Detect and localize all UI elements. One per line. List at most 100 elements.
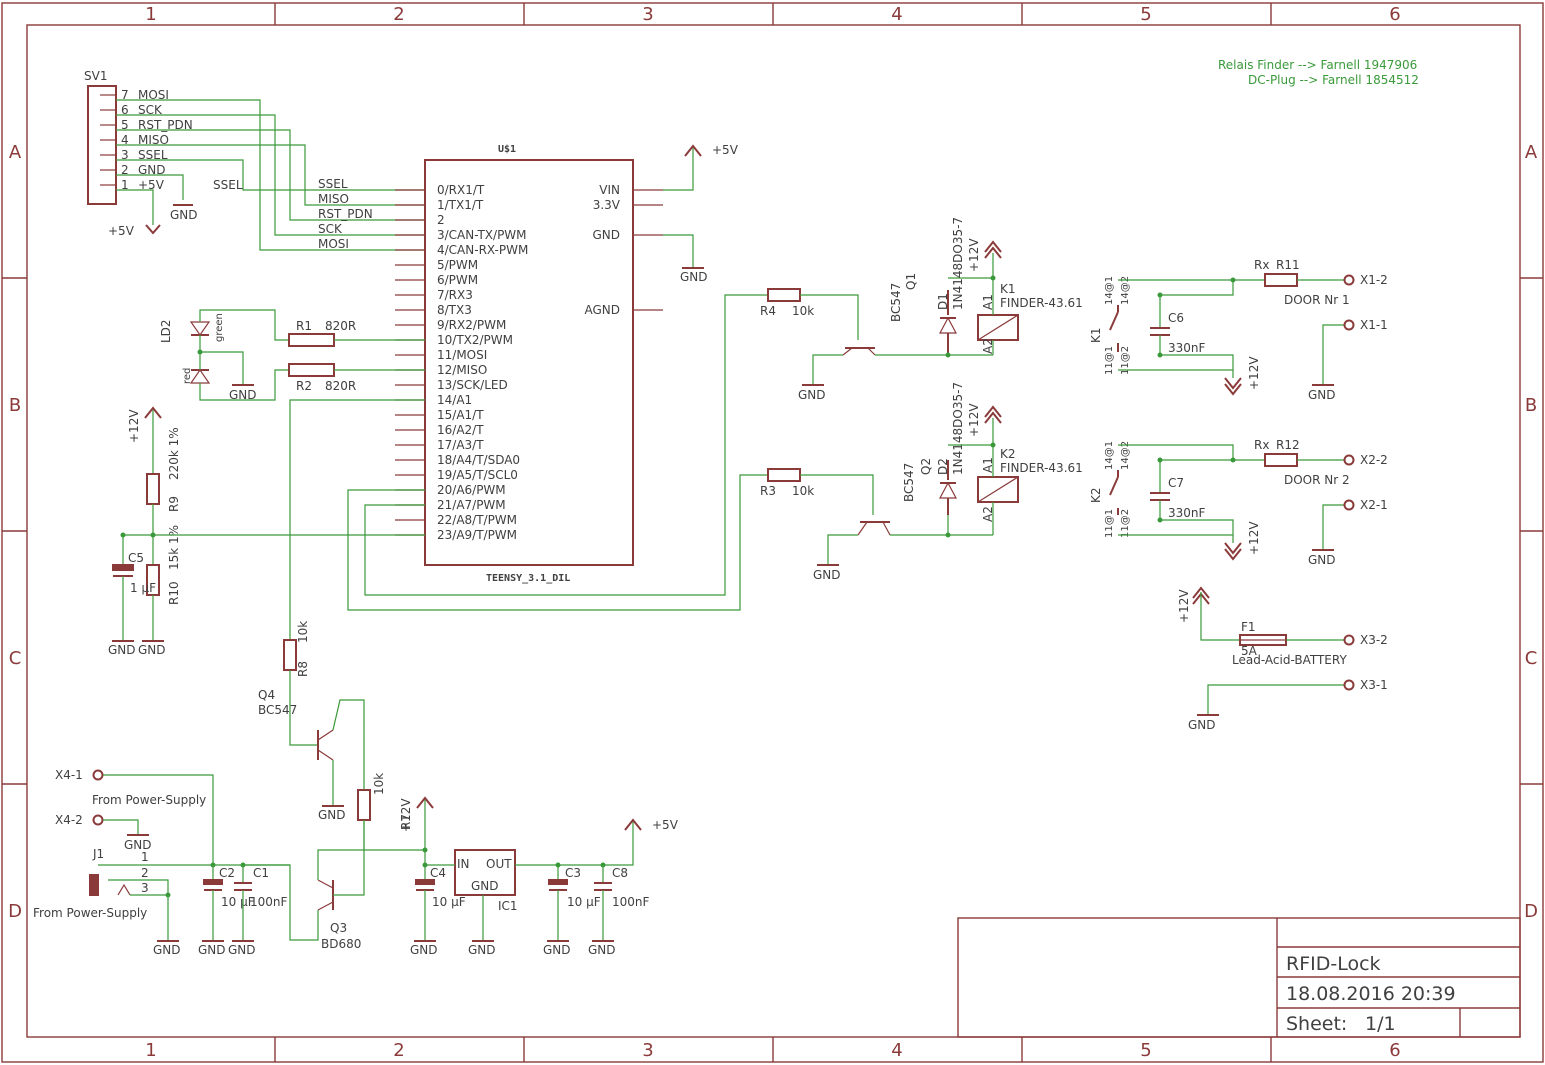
teensy-pin-label: 16/A2/T — [437, 423, 484, 437]
net-label: MISO — [318, 192, 349, 206]
d2: D2 1N4148DO35-7 — [936, 382, 965, 535]
gnd-label: GND — [108, 643, 136, 657]
r11: Rx R11 — [1254, 258, 1300, 287]
gnd-label: GND — [588, 943, 616, 957]
gnd-label: GND — [138, 643, 166, 657]
led-green: green — [214, 313, 225, 342]
title-block: RFID-Lock 18.08.2016 20:39 Sheet: 1/1 — [957, 917, 1521, 1038]
k2-p12v: +12V — [967, 403, 1002, 437]
k2-name: K2 — [1089, 487, 1103, 503]
x2-2-label: X2-2 — [1360, 453, 1388, 467]
k1-contacts: K1 14@1 14@2 11@1 11@2 — [1089, 276, 1131, 375]
d2-value: 1N4148DO35-7 — [951, 382, 965, 475]
r3: R3 10k — [760, 468, 814, 498]
teensy-pin-label: 10/TX2/PWM — [437, 333, 513, 347]
q4: Q4 BC547 — [258, 688, 334, 761]
teensy-pin-label: 3/CAN-TX/PWM — [437, 228, 527, 242]
p12v-label: +12V — [1247, 521, 1261, 555]
sv1-signal: SCK — [138, 103, 163, 117]
c3: C3 10 µF GND — [543, 865, 601, 957]
q3: Q3 BD680 — [317, 879, 361, 951]
teensy-pin-label: 9/RX2/PWM — [437, 318, 506, 332]
p5v-label: +5V — [652, 818, 679, 832]
c6-name: C6 — [1168, 311, 1184, 325]
sv1-pin: 5 — [121, 118, 129, 132]
gnd-label: GND — [1188, 718, 1216, 732]
r11-value: Rx — [1254, 258, 1269, 272]
k2-contact-p12v: +12V — [1224, 521, 1261, 561]
c5-name: C5 — [128, 551, 144, 565]
k2-contacts: K2 14@1 14@2 11@1 11@2 — [1089, 441, 1131, 538]
note-dcplug: DC-Plug --> Farnell 1854512 — [1248, 73, 1419, 87]
teensy-pin-label: 5/PWM — [437, 258, 478, 272]
sv1-wires — [116, 99, 425, 251]
c2-name: C2 — [219, 866, 235, 880]
p12v-label: +12V — [967, 403, 981, 437]
r7-name: R7 — [399, 814, 413, 830]
c1: C1 100nF GND — [228, 865, 288, 957]
q2-gnd: GND — [813, 564, 841, 582]
f1-name: F1 — [1241, 620, 1256, 634]
ic1-gnd: GND — [471, 879, 499, 893]
ic1-name: IC1 — [498, 899, 518, 913]
row-label: B — [1525, 395, 1537, 416]
r8-name: R8 — [296, 661, 310, 677]
led-red: red — [182, 368, 193, 384]
row-label: B — [9, 395, 21, 416]
col-label: 4 — [891, 1040, 902, 1061]
c7-value: 330nF — [1168, 506, 1206, 520]
sv1-signal: GND — [138, 163, 166, 177]
row-label: A — [9, 142, 22, 163]
r11-name: R11 — [1276, 258, 1300, 272]
x2-1-connector: X2-1 GND — [1308, 498, 1388, 567]
x4-2-connector: X4-2 — [55, 813, 104, 827]
q1: BC547 Q1 — [842, 273, 918, 356]
column-labels-bottom: 1 2 3 4 5 6 — [145, 1040, 1400, 1061]
teensy-pin: 3.3V — [593, 198, 621, 212]
c3-value: 10 µF — [567, 895, 601, 909]
x1-1-label: X1-1 — [1360, 318, 1388, 332]
r2-name: R2 — [296, 379, 312, 393]
r1: R1 820R — [288, 319, 356, 347]
sv1-pin: 3 — [121, 148, 129, 162]
contact-label: 11@1 — [1104, 509, 1115, 538]
row-labels-left: A B C D — [8, 142, 22, 922]
contact-label: 14@1 — [1104, 276, 1115, 305]
c7: C7 330nF — [1150, 460, 1206, 520]
teensy-pin-label: 13/SCK/LED — [437, 378, 508, 392]
gnd-label: GND — [170, 208, 198, 222]
coil-a2: A2 — [981, 338, 995, 354]
ic1-in: IN — [457, 857, 470, 871]
r7-value: 10k — [372, 773, 386, 795]
r10-name: R10 — [167, 581, 181, 605]
c8-value: 100nF — [612, 895, 650, 909]
j1-pin: 1 — [141, 850, 149, 864]
sv1-signal: SSEL — [138, 148, 168, 162]
d1-name: D1 — [936, 293, 950, 310]
teensy-pin-label: 20/A6/PWM — [437, 483, 506, 497]
sv1-name: SV1 — [84, 69, 107, 83]
r4-name: R4 — [760, 304, 776, 318]
k1-name: K1 — [1000, 282, 1016, 296]
c6: C6 330nF — [1150, 295, 1206, 355]
row-label: C — [9, 648, 22, 669]
p12v-label: +12V — [127, 409, 141, 443]
col-label: 4 — [891, 4, 902, 25]
teensy-gnd: GND — [680, 267, 708, 284]
col-label: 5 — [1140, 1040, 1151, 1061]
d1: D1 1N4148DO35-7 — [936, 217, 965, 355]
q4-name: Q4 — [258, 688, 275, 702]
q2-name: Q2 — [919, 458, 933, 475]
gnd-label: GND — [1308, 553, 1336, 567]
x1-2-connector: X1-2 DOOR Nr 1 — [1284, 273, 1388, 307]
col-label: 5 — [1140, 4, 1151, 25]
r12-value: Rx — [1254, 438, 1269, 452]
teensy-pin-label: 4/CAN-RX-PWM — [437, 243, 528, 257]
net-label: SCK — [318, 222, 343, 236]
c2: C2 10 µF GND — [198, 865, 255, 957]
r4-value: 10k — [792, 304, 814, 318]
k1-coil: A1 A2 K1 FINDER-43.61 — [977, 253, 1083, 355]
reg-p5v: +5V — [624, 818, 679, 832]
teensy-pin-label: 17/A3/T — [437, 438, 484, 452]
q1-name: Q1 — [904, 273, 918, 290]
